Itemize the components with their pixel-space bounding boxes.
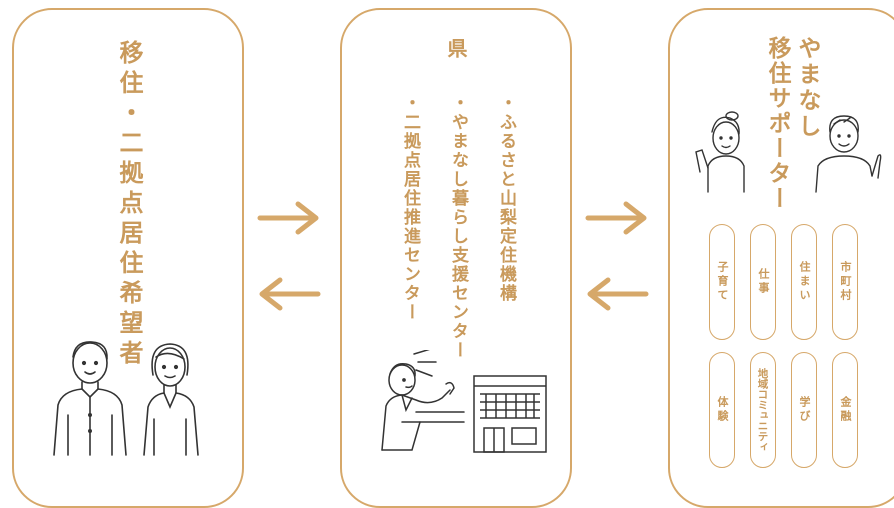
supporter-title-line1: やまなし: [794, 36, 820, 140]
pill-childcare: 子育て: [709, 224, 735, 340]
pill-municipality: 市町村: [832, 224, 858, 340]
prefecture-panel: [340, 8, 572, 508]
arrow-left-icon: [587, 277, 649, 311]
supporter-panel: [668, 8, 894, 508]
couple-illustration: [53, 341, 199, 456]
building-illustration: [473, 375, 547, 453]
supporters-illustration: [695, 111, 882, 193]
pill-learning: 学び: [791, 352, 817, 468]
arrow-right-icon: [257, 201, 319, 235]
supporter-title-line2: 移住サポーター: [764, 36, 790, 211]
prefecture-title: 県: [444, 38, 468, 58]
center-item-furusato: ・ふるさと山梨定住機構: [496, 94, 516, 303]
staff-illustration: [381, 350, 465, 451]
pill-community: 地域コミュニティ: [750, 352, 776, 468]
pill-housing: 住まい: [791, 224, 817, 340]
pill-experience: 体験: [709, 352, 735, 468]
arrow-left-icon: [259, 277, 321, 311]
center-item-yamanashi: ・やまなし暮らし支援センター: [448, 94, 468, 360]
applicant-panel: [12, 8, 244, 508]
applicant-title: 移住・二拠点居住希望者: [115, 40, 143, 370]
arrow-right-icon: [585, 201, 647, 235]
pill-work: 仕事: [750, 224, 776, 340]
pill-finance: 金融: [832, 352, 858, 468]
center-item-nikyoten: ・二拠点居住推進センター: [400, 94, 420, 322]
